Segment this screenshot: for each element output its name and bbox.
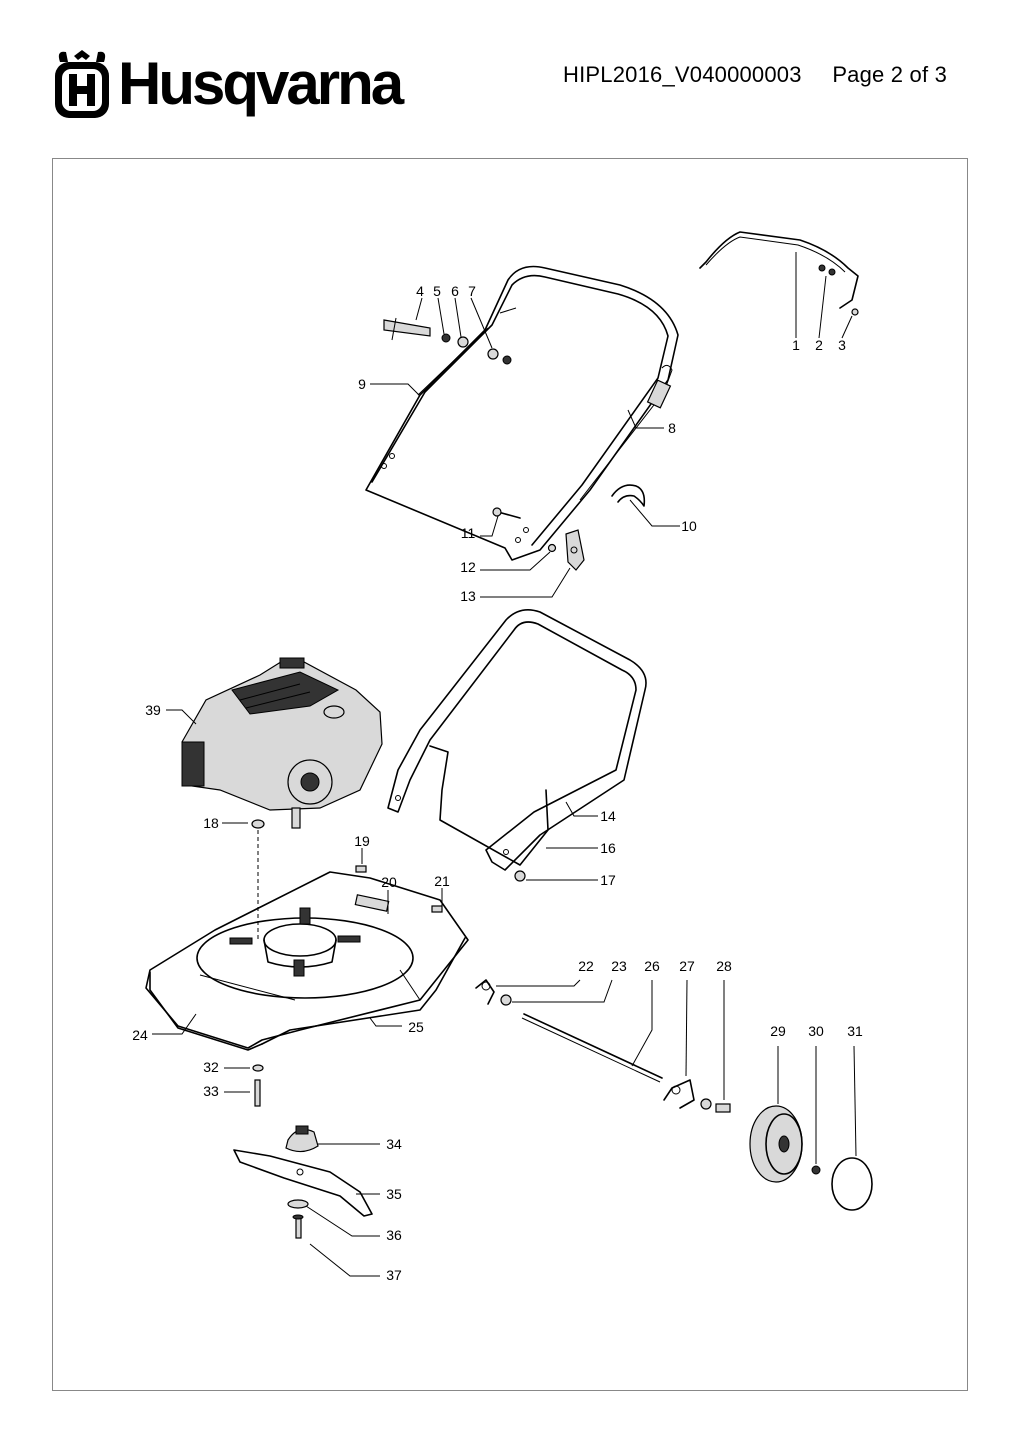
- spring-part-27: [663, 1079, 695, 1109]
- spacer-part-18: [251, 819, 265, 829]
- callout-34: 34: [386, 1136, 402, 1152]
- small-hardware-parts: [441, 264, 859, 553]
- callout-26: 26: [644, 958, 660, 974]
- mower-deck-part: [145, 871, 469, 1051]
- callout-3: 3: [838, 337, 846, 353]
- document-header: HIPL2016_V040000003 Page 2 of 3: [563, 62, 947, 88]
- wheel-part: [749, 1105, 803, 1183]
- callout-11: 11: [461, 525, 476, 541]
- callout-21: 21: [434, 873, 450, 889]
- callout-16: 16: [600, 840, 616, 856]
- callout-10: 10: [681, 518, 697, 534]
- upper-handle-part: [365, 265, 679, 561]
- diagram-frame: [52, 158, 968, 1391]
- callout-5: 5: [433, 283, 441, 299]
- callout-30: 30: [808, 1023, 824, 1039]
- engine-part: [181, 657, 383, 829]
- handle-knob-part: [565, 529, 585, 571]
- callout-19: 19: [354, 833, 370, 849]
- cable-clip-part: [611, 484, 646, 507]
- blade-part: [233, 1149, 373, 1217]
- axle-part: [521, 1013, 663, 1083]
- callout-12: 12: [460, 559, 476, 575]
- lower-handle-part: [387, 609, 647, 882]
- brand-name: Husqvarna: [118, 50, 404, 117]
- callout-14: 14: [600, 808, 616, 824]
- callout-27: 27: [679, 958, 695, 974]
- callout-labels: 1 2 3 4 5 6 7 8 9 10 11 12 13 14 16 17 1…: [132, 283, 863, 1283]
- callout-20: 20: [381, 874, 397, 890]
- callout-18: 18: [203, 815, 219, 831]
- callout-35: 35: [386, 1186, 402, 1202]
- callout-8: 8: [668, 420, 676, 436]
- cable-part: [579, 364, 673, 501]
- callout-23: 23: [611, 958, 627, 974]
- leader-lines: [152, 252, 857, 1277]
- husqvarna-logo: Husqvarna: [52, 48, 404, 120]
- callout-4: 4: [416, 283, 424, 299]
- control-bar-part: [699, 231, 859, 309]
- callout-39: 39: [145, 702, 161, 718]
- callout-32: 32: [203, 1059, 219, 1075]
- crown-h-icon: [55, 50, 109, 118]
- callout-2: 2: [815, 337, 823, 353]
- callout-22: 22: [578, 958, 594, 974]
- blade-adapter-part: [285, 1125, 319, 1153]
- callout-31: 31: [847, 1023, 863, 1039]
- page-indicator: Page 2 of 3: [832, 62, 948, 87]
- callout-28: 28: [716, 958, 732, 974]
- deck-small-parts: [252, 865, 443, 1107]
- callout-29: 29: [770, 1023, 786, 1039]
- blade-bolt-part: [292, 1214, 304, 1239]
- callout-6: 6: [451, 283, 459, 299]
- callout-33: 33: [203, 1083, 219, 1099]
- callout-13: 13: [460, 588, 476, 604]
- wheel-nut-part: [811, 1165, 821, 1175]
- washer-part-28: [700, 1098, 731, 1113]
- callout-1: 1: [792, 337, 800, 353]
- callout-37: 37: [386, 1267, 402, 1283]
- washer-part-23: [500, 994, 512, 1006]
- bolt-part-4: [383, 317, 431, 341]
- callout-36: 36: [386, 1227, 402, 1243]
- callout-7: 7: [468, 283, 476, 299]
- callout-24: 24: [132, 1027, 148, 1043]
- document-id: HIPL2016_V040000003: [563, 62, 802, 87]
- hub-cap-part: [831, 1157, 873, 1211]
- callout-9: 9: [358, 376, 366, 392]
- blade-washer-part: [287, 1199, 309, 1209]
- spring-part-22: [475, 979, 495, 1005]
- callout-17: 17: [600, 872, 616, 888]
- callout-25: 25: [408, 1019, 424, 1035]
